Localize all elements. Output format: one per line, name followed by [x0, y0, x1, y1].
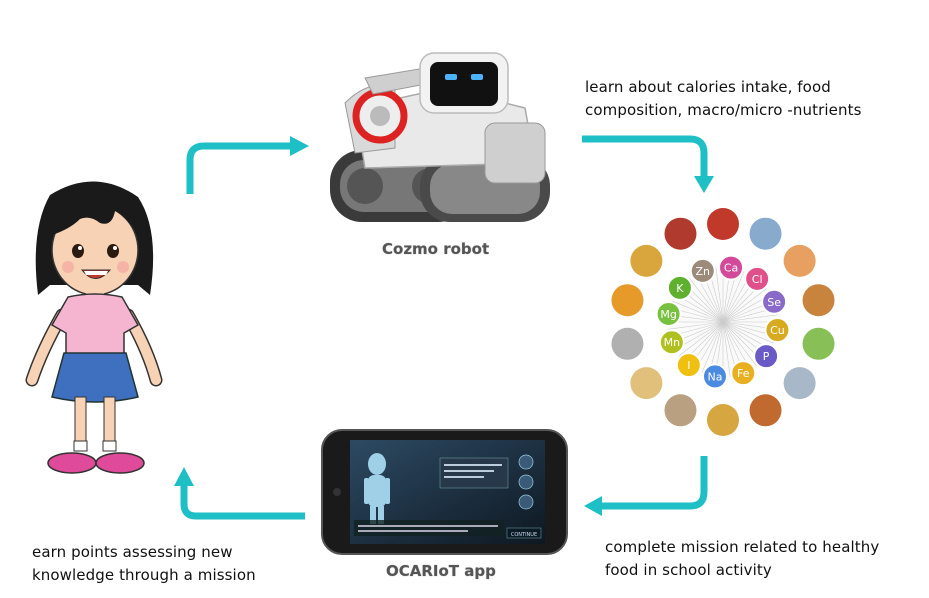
- food-item-icon: [783, 244, 816, 277]
- food-item-icon: [664, 217, 697, 250]
- nutrient-label: Cu: [770, 324, 785, 337]
- arrow-food-to-app: [600, 456, 708, 510]
- food-item-icon: [802, 284, 835, 317]
- food-item-icon: [749, 394, 782, 427]
- nutrient-label: Ca: [724, 262, 738, 275]
- arrowhead-right-icon: [290, 136, 309, 156]
- arrowhead-down-icon: [694, 176, 714, 193]
- arrow-robot-to-food: [582, 135, 708, 178]
- food-item-icon: [630, 367, 663, 400]
- food-item-icon: [630, 244, 663, 277]
- continue-button-label: CONTINUE: [511, 532, 537, 538]
- child-illustration: [25, 181, 163, 474]
- nutrient-badge: [718, 254, 745, 281]
- nutrient-label: Fe: [737, 367, 750, 380]
- nutrient-label: Mn: [664, 336, 680, 349]
- cozmo-robot-image: [330, 52, 550, 222]
- arrowhead-up-icon: [174, 467, 194, 486]
- ocariot-app-phone: CONTINUE: [321, 429, 568, 555]
- food-item-icon: [802, 327, 835, 360]
- nutrient-badge: [689, 257, 716, 284]
- arrowhead-left-icon: [584, 496, 602, 516]
- robot-caption: Cozmo robot: [382, 240, 490, 258]
- nutrient-badge: [701, 363, 728, 390]
- nutrient-label: Na: [707, 370, 722, 383]
- step-text-earn-points: earn points assessing new knowledge thro…: [32, 543, 256, 584]
- step-text-learn: learn about calories intake, food compos…: [585, 78, 862, 119]
- nutrient-badge: [675, 352, 702, 379]
- nutrient-label: Se: [767, 296, 781, 309]
- food-item-icon: [611, 284, 644, 317]
- nutrient-label: P: [763, 350, 770, 363]
- nutrient-badge: [730, 360, 757, 387]
- food-item-icon: [783, 367, 816, 400]
- nutrient-badge: [655, 300, 682, 327]
- nutrient-label: K: [676, 282, 684, 295]
- arrow-app-to-child: [180, 484, 305, 520]
- step-text-complete-mission: complete mission related to healthy food…: [605, 538, 880, 579]
- nutrient-label: Mg: [660, 308, 676, 321]
- nutrient-badge: [764, 317, 791, 344]
- food-item-icon: [707, 404, 739, 436]
- food-item-icon: [749, 217, 782, 250]
- app-caption: OCARIoT app: [386, 562, 496, 580]
- nutrient-badge: [658, 329, 685, 356]
- nutrient-badge: [761, 288, 788, 315]
- food-item-icon: [664, 394, 697, 427]
- food-item-icon: [611, 327, 644, 360]
- nutrient-badge: [744, 265, 771, 292]
- nutrient-label: I: [687, 359, 690, 372]
- nutrient-badge: [753, 343, 780, 370]
- food-item-icon: [707, 208, 739, 240]
- nutrient-label: Cl: [752, 273, 763, 286]
- arrow-child-to-robot: [186, 142, 292, 194]
- nutrient-badge: [666, 274, 693, 301]
- nutrient-label: Zn: [695, 265, 710, 278]
